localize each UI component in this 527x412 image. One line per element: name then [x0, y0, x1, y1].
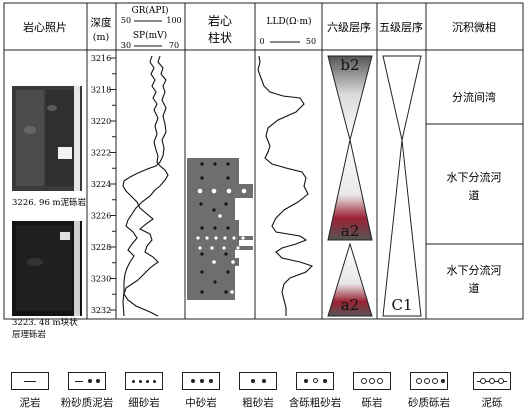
depth-axis: 3216 3218 3220 3222 3224 3226 3228 3230 3232 — [91, 54, 116, 315]
legend-item-medium-sandstone: 中砂岩 — [173, 335, 229, 412]
facies-2-label-2: 道 — [469, 188, 480, 202]
header-gr: GR(API) — [131, 5, 168, 16]
core-photo-2 — [12, 221, 82, 316]
facies-3-label-2: 道 — [469, 281, 480, 295]
header-sp-min: 30 — [121, 41, 131, 50]
five-order-label: C1 — [391, 296, 412, 314]
coarse-sandstone-symbol-icon — [239, 372, 277, 390]
legend-label: 砾岩 — [361, 397, 383, 409]
lld-curve — [257, 55, 314, 316]
core-photo-1 — [12, 86, 82, 191]
five-order-bot-triangle — [382, 139, 422, 317]
legend-label: 砂质砾岩 — [408, 397, 450, 409]
header-sixth-order: 六级层序 — [327, 20, 371, 34]
six-order-bot-triangle — [327, 242, 373, 317]
six-order-label-mid: a2 — [341, 222, 360, 240]
lithology-legend: 泥岩 粉砂质泥岩 细砂岩 中砂岩 粗砂岩 — [0, 335, 527, 412]
legend-item-mudstone: 泥岩 — [2, 335, 58, 412]
depth-tick-label: 3216 — [91, 54, 111, 63]
depth-tick-label: 3224 — [91, 180, 111, 189]
six-order-label-top: b2 — [340, 56, 359, 74]
depth-tick-label: 3232 — [91, 306, 111, 315]
depth-tick-label: 3228 — [91, 243, 111, 252]
mudstone-symbol-icon — [11, 372, 49, 390]
legend-label: 中砂岩 — [185, 397, 217, 409]
gr-curve — [122, 55, 167, 317]
header-depth-unit: (m) — [93, 32, 109, 43]
facies-1-label: 分流间湾 — [452, 90, 496, 104]
legend-label: 粗砂岩 — [242, 397, 274, 409]
six-order-top-triangle — [327, 55, 373, 142]
depth-tick-label: 3226 — [91, 212, 111, 221]
facies-2-label: 水下分流河 — [447, 170, 502, 184]
fifth-order-sequence: C1 — [382, 55, 422, 317]
facies-column: 分流间湾 水下分流河 道 水下分流河 道 — [426, 90, 523, 295]
medium-sandstone-symbol-icon — [182, 372, 220, 390]
legend-item-silty-mudstone: 粉砂质泥岩 — [59, 335, 115, 412]
header-gr-min: 50 — [121, 16, 131, 25]
header-lithology: 岩心 — [208, 13, 232, 28]
legend-item-coarse-sandstone: 粗砂岩 — [230, 335, 286, 412]
header-sp: SP(mV) — [133, 30, 167, 41]
header-lithology-2: 柱状 — [208, 30, 232, 45]
pebbly-coarse-sandstone-symbol-icon — [296, 372, 334, 390]
legend-item-sandy-conglomerate: 砂质砾岩 — [401, 335, 457, 412]
header-lld: LLD(Ω·m) — [266, 16, 311, 27]
header-fifth-order: 五级层序 — [379, 20, 423, 34]
facies-3-label: 水下分流河 — [447, 263, 502, 277]
legend-label: 泥砾 — [481, 397, 503, 409]
depth-tick-label: 3220 — [91, 117, 111, 126]
header-lld-max: 50 — [306, 37, 316, 46]
depth-tick-label: 3222 — [91, 149, 111, 158]
header-facies: 沉积微相 — [452, 20, 496, 34]
sp-curve — [122, 55, 169, 317]
header-gr-max: 100 — [166, 16, 181, 25]
six-order-label-bot: a2 — [341, 296, 360, 314]
legend-label: 含砾粗砂岩 — [288, 397, 342, 409]
legend-label: 泥岩 — [19, 397, 41, 409]
legend-label: 细砂岩 — [128, 397, 160, 409]
five-order-top-triangle — [382, 55, 422, 141]
legend-item-mud-gravel: 泥砾 — [464, 335, 520, 412]
legend-item-pebbly-coarse-sandstone: 含砾粗砂岩 — [287, 335, 343, 412]
header-lld-min: 0 — [259, 37, 264, 46]
header-depth: 深度 — [91, 16, 112, 29]
silty-mudstone-symbol-icon — [68, 372, 106, 390]
depth-tick-label: 3230 — [91, 275, 111, 284]
legend-item-fine-sandstone: 细砂岩 — [116, 335, 172, 412]
sandy-conglomerate-symbol-icon — [410, 372, 448, 390]
legend-item-conglomerate: 砾岩 — [344, 335, 400, 412]
photo-1-caption: 3226. 96 m泥砾岩 — [12, 197, 87, 208]
photo-2-caption: 3223. 48 m块状 — [12, 317, 78, 328]
conglomerate-symbol-icon — [353, 372, 391, 390]
lithology-column — [187, 158, 253, 300]
mud-gravel-symbol-icon — [473, 372, 511, 390]
legend-label: 粉砂质泥岩 — [60, 397, 114, 409]
sixth-order-sequence: b2 a2 a2 — [327, 55, 373, 317]
fine-sandstone-symbol-icon — [125, 372, 163, 390]
photo-2-caption-line2: 层理砾岩 — [12, 330, 47, 340]
header-sp-max: 70 — [169, 41, 179, 50]
six-order-mid-triangle — [327, 139, 373, 241]
well-log-diagram: 岩心照片 深度 (m) GR(API) 50 100 SP(mV) 30 70 … — [3, 2, 524, 328]
depth-tick-label: 3218 — [91, 86, 111, 95]
header-photo: 岩心照片 — [23, 20, 67, 34]
